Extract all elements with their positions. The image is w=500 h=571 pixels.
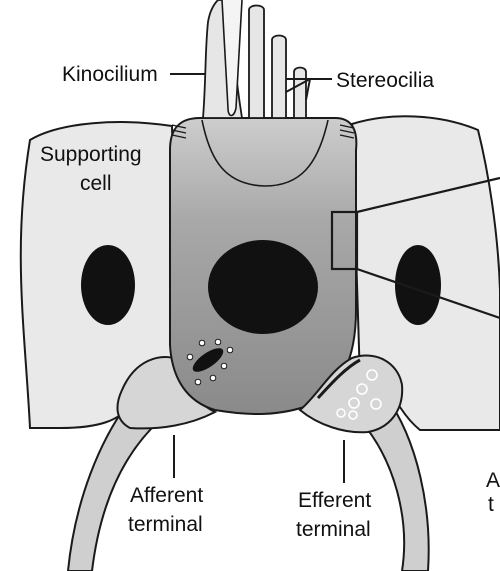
supporting-cell-label-line2: cell <box>80 172 112 195</box>
zoom-leader-top <box>356 176 500 214</box>
synaptic-ribbon <box>192 348 224 372</box>
cut-off-label-right-2: t <box>488 493 494 516</box>
zoom-leader-bottom <box>356 267 500 320</box>
zoom-box <box>330 210 359 271</box>
ribbon-vesicles <box>186 338 234 386</box>
left-supporting-nucleus <box>81 245 135 325</box>
kinocilium-label: Kinocilium <box>62 63 158 86</box>
stereocilia-leader-a <box>285 78 311 93</box>
afferent-nerve-fiber <box>66 398 162 571</box>
supporting-cell-label-line1: Supporting <box>40 143 142 166</box>
stereocilia-label: Stereocilia <box>336 69 434 92</box>
stereocilia-bundle <box>248 4 307 119</box>
efferent-vesicles <box>336 369 382 420</box>
stereocilia-leader-b <box>305 78 311 101</box>
afferent-label-line2: terminal <box>128 513 203 536</box>
kinocilium-inner <box>221 0 243 117</box>
right-supporting-nucleus <box>395 245 441 325</box>
hair-cell-nucleus <box>208 240 318 334</box>
cut-off-label-right-1: A <box>486 469 500 492</box>
afferent-label-line1: Afferent <box>130 484 203 507</box>
efferent-label-line1: Efferent <box>298 489 371 512</box>
efferent-label-line2: terminal <box>296 518 371 541</box>
synaptic-thickening <box>316 358 361 400</box>
cuticular-plate <box>201 119 329 187</box>
afferent-terminal <box>116 356 218 430</box>
tight-junctions <box>171 124 355 139</box>
